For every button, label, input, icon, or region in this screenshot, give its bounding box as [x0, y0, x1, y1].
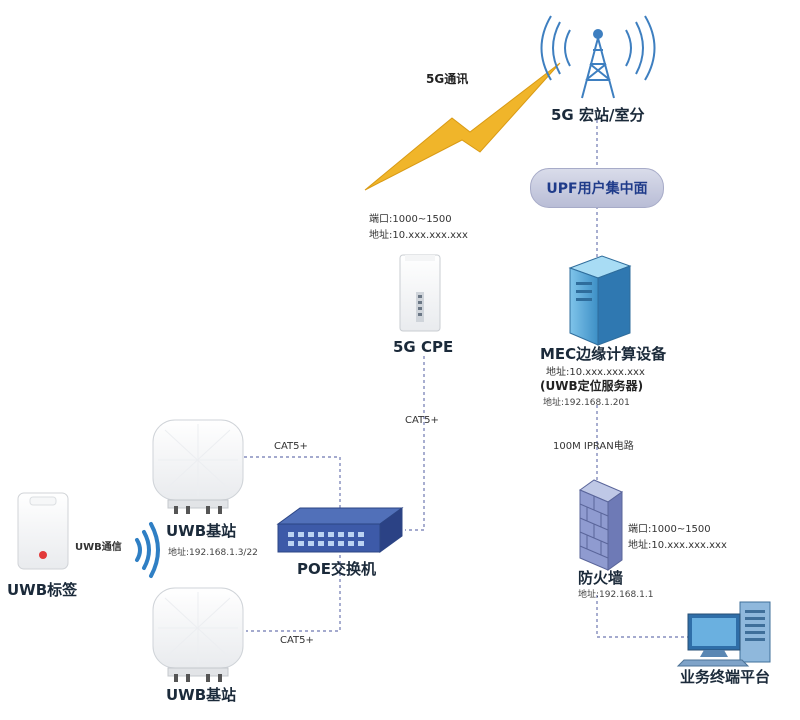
- firewall-port: 端口:1000~1500: [628, 524, 711, 535]
- firewall-icon: [578, 479, 624, 571]
- upf-node: UPF用户集中面: [530, 168, 664, 208]
- uwb-tag-icon: [17, 492, 69, 570]
- uwb-base-station-bottom-icon: [152, 587, 244, 682]
- cpe-address: 地址:10.xxx.xxx.xxx: [369, 230, 468, 241]
- 5g-link-label: 5G通讯: [426, 72, 469, 86]
- mec-server-icon: [568, 255, 632, 346]
- poe-label: POE交换机: [297, 560, 376, 578]
- 5g-link-bolt: [364, 62, 561, 191]
- connection-lines: [244, 120, 688, 638]
- uwb-link-label: UWB通信: [75, 542, 122, 553]
- uwb-top-label: UWB基站: [166, 522, 237, 540]
- tower-label: 5G 宏站/室分: [551, 106, 645, 124]
- platform-label: 业务终端平台: [680, 668, 771, 686]
- firewall-address: 地址:10.xxx.xxx.xxx: [628, 540, 727, 551]
- mec-address: 地址:10.xxx.xxx.xxx: [546, 367, 645, 378]
- tower-icon: [540, 15, 656, 99]
- tag-label: UWB标签: [7, 581, 78, 599]
- uwb-signal-icon: [135, 522, 160, 578]
- cpe-label: 5G CPE: [393, 338, 454, 356]
- upf-label: UPF用户集中面: [546, 181, 648, 197]
- cat5-bottom-label: CAT5+: [280, 635, 314, 646]
- ipran-label: 100M IPRAN电路: [553, 441, 634, 452]
- firewall-label: 防火墙: [578, 569, 624, 587]
- uwb-bottom-label: UWB基站: [166, 686, 237, 704]
- cpe-device-icon: [399, 254, 441, 332]
- firewall-to-platform-line: [596, 595, 688, 638]
- uwb-top-ip: 地址:192.168.1.3/22: [168, 548, 258, 558]
- mec-ip: 地址:192.168.1.201: [543, 398, 630, 408]
- mec-label: MEC边缘计算设备: [540, 345, 667, 363]
- cat5-top-label: CAT5+: [274, 441, 308, 452]
- uwb-base-station-top-icon: [152, 419, 244, 514]
- cat5-cpe-label: CAT5+: [405, 415, 439, 426]
- platform-computer-icon: [676, 601, 771, 667]
- firewall-ip: 地址:192.168.1.1: [578, 590, 654, 600]
- poe-to-uwb-bottom-line: [246, 555, 341, 632]
- poe-switch-icon: [276, 507, 404, 553]
- uwb-top-to-poe-line: [244, 456, 341, 515]
- cpe-port: 端口:1000~1500: [369, 214, 452, 225]
- mec-role: (UWB定位服务器): [540, 379, 644, 393]
